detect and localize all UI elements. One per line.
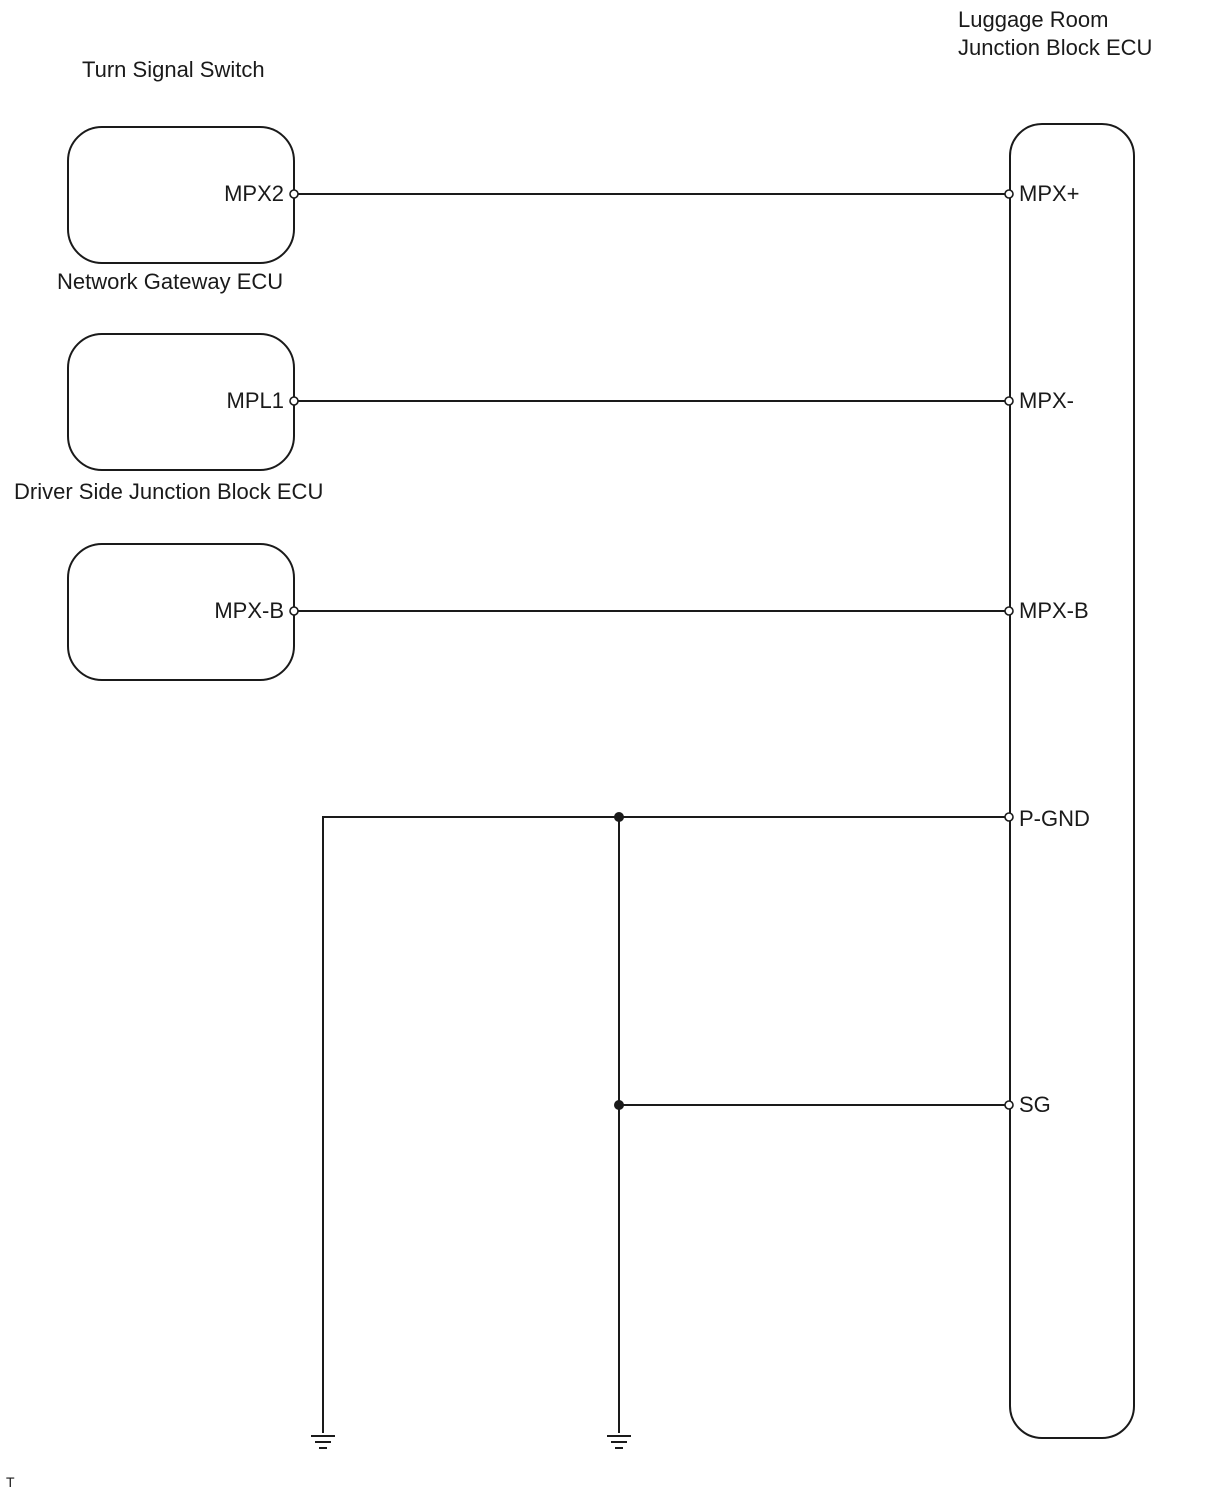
pin-label-mpl1: MPL1 [226,388,284,413]
terminal-mpx-b-left [289,606,299,616]
pin-label-mpx-b-right: MPX-B [1019,598,1089,623]
pin-label-sg: SG [1019,1092,1051,1117]
pin-label-mpx-minus: MPX- [1019,388,1074,413]
label-network-gateway-ecu: Network Gateway ECU [57,269,284,294]
terminal-mpx-b-right [1004,606,1014,616]
terminal-sg [1004,1100,1014,1110]
terminal-mpl1 [289,396,299,406]
junction-dot-upper [614,812,624,822]
footer-mark: T [6,1474,15,1490]
junction-dot-lower [614,1100,624,1110]
label-turn-signal-switch: Turn Signal Switch [82,57,265,82]
pin-label-mpx2: MPX2 [224,181,284,206]
pin-label-p-gnd: P-GND [1019,806,1090,831]
ground-symbol-right [607,1435,631,1449]
label-luggage-room-line1: Luggage Room [958,7,1109,32]
label-driver-side-jb-ecu: Driver Side Junction Block ECU [14,479,324,504]
ground-symbol-left [311,1435,335,1449]
wire-p-gnd [322,816,1005,1433]
pin-label-mpx-plus: MPX+ [1019,181,1080,206]
terminal-mpx-plus [1004,189,1014,199]
label-luggage-room-line2: Junction Block ECU [958,35,1153,60]
pin-label-mpx-b-left: MPX-B [214,598,284,623]
luggage-room-jb-ecu-box [1009,123,1135,1439]
terminal-mpx-minus [1004,396,1014,406]
terminal-mpx2 [289,189,299,199]
terminal-p-gnd [1004,812,1014,822]
